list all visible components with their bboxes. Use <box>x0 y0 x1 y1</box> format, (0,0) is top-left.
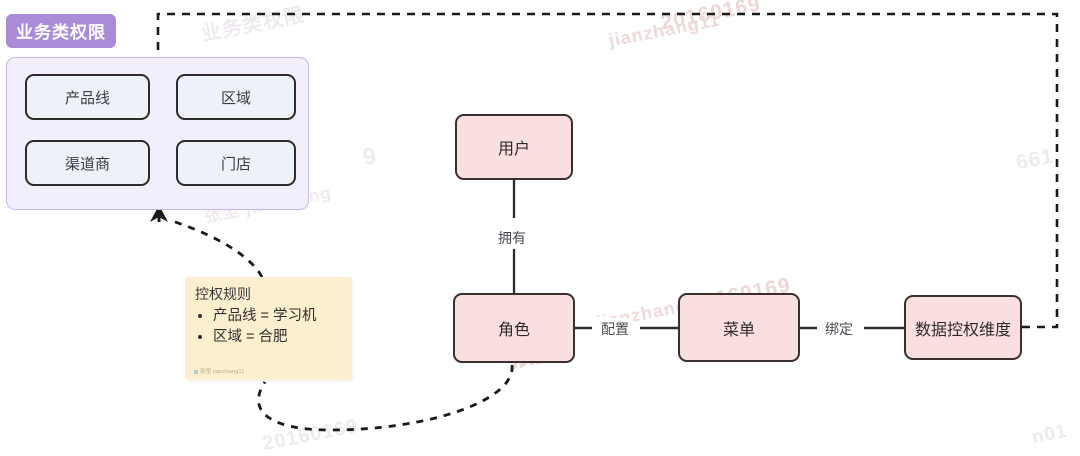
node-role[interactable]: 角色 <box>453 293 575 363</box>
dimension-label: 区域 <box>220 89 251 107</box>
edge-label-configure: 配置 <box>598 318 632 340</box>
signature-text: 张坚 jianzhang11 <box>200 369 245 375</box>
dimension-box-region[interactable]: 区域 <box>176 74 296 120</box>
dimension-box-channel[interactable]: 渠道商 <box>25 140 150 186</box>
note-rule-list: 产品线 = 学习机 区域 = 合肥 <box>195 306 342 347</box>
node-data-permission-dimension[interactable]: 数据控权维度 <box>904 295 1022 360</box>
dimension-box-product-line[interactable]: 产品线 <box>25 74 150 120</box>
edge-label-own: 拥有 <box>495 227 529 249</box>
node-label: 用户 <box>497 141 530 158</box>
node-label: 角色 <box>497 322 530 339</box>
permission-rule-note[interactable]: 控权规则 产品线 = 学习机 区域 = 合肥 张坚 jianzhang11 <box>185 277 352 380</box>
note-signature: 张坚 jianzhang11 <box>194 367 245 375</box>
dimension-box-store[interactable]: 门店 <box>176 140 296 186</box>
node-menu[interactable]: 菜单 <box>678 293 800 362</box>
node-label: 菜单 <box>722 321 755 339</box>
dimension-label: 门店 <box>220 155 251 173</box>
edge-role-to-note <box>257 364 514 432</box>
group-title-badge: 业务类权限 <box>6 14 116 48</box>
edge-datadim-to-group <box>156 12 1059 329</box>
edge-note-to-group <box>171 219 264 278</box>
edge-label-bind: 绑定 <box>822 318 856 340</box>
signature-avatar-icon <box>194 369 198 374</box>
note-rule-item: 产品线 = 学习机 <box>213 306 342 327</box>
dimension-label: 渠道商 <box>64 155 110 173</box>
note-title: 控权规则 <box>195 286 251 302</box>
node-label: 数据控权维度 <box>914 321 1011 339</box>
note-rule-item: 区域 = 合肥 <box>213 327 342 348</box>
node-user[interactable]: 用户 <box>455 114 573 180</box>
dimension-label: 产品线 <box>64 89 110 107</box>
